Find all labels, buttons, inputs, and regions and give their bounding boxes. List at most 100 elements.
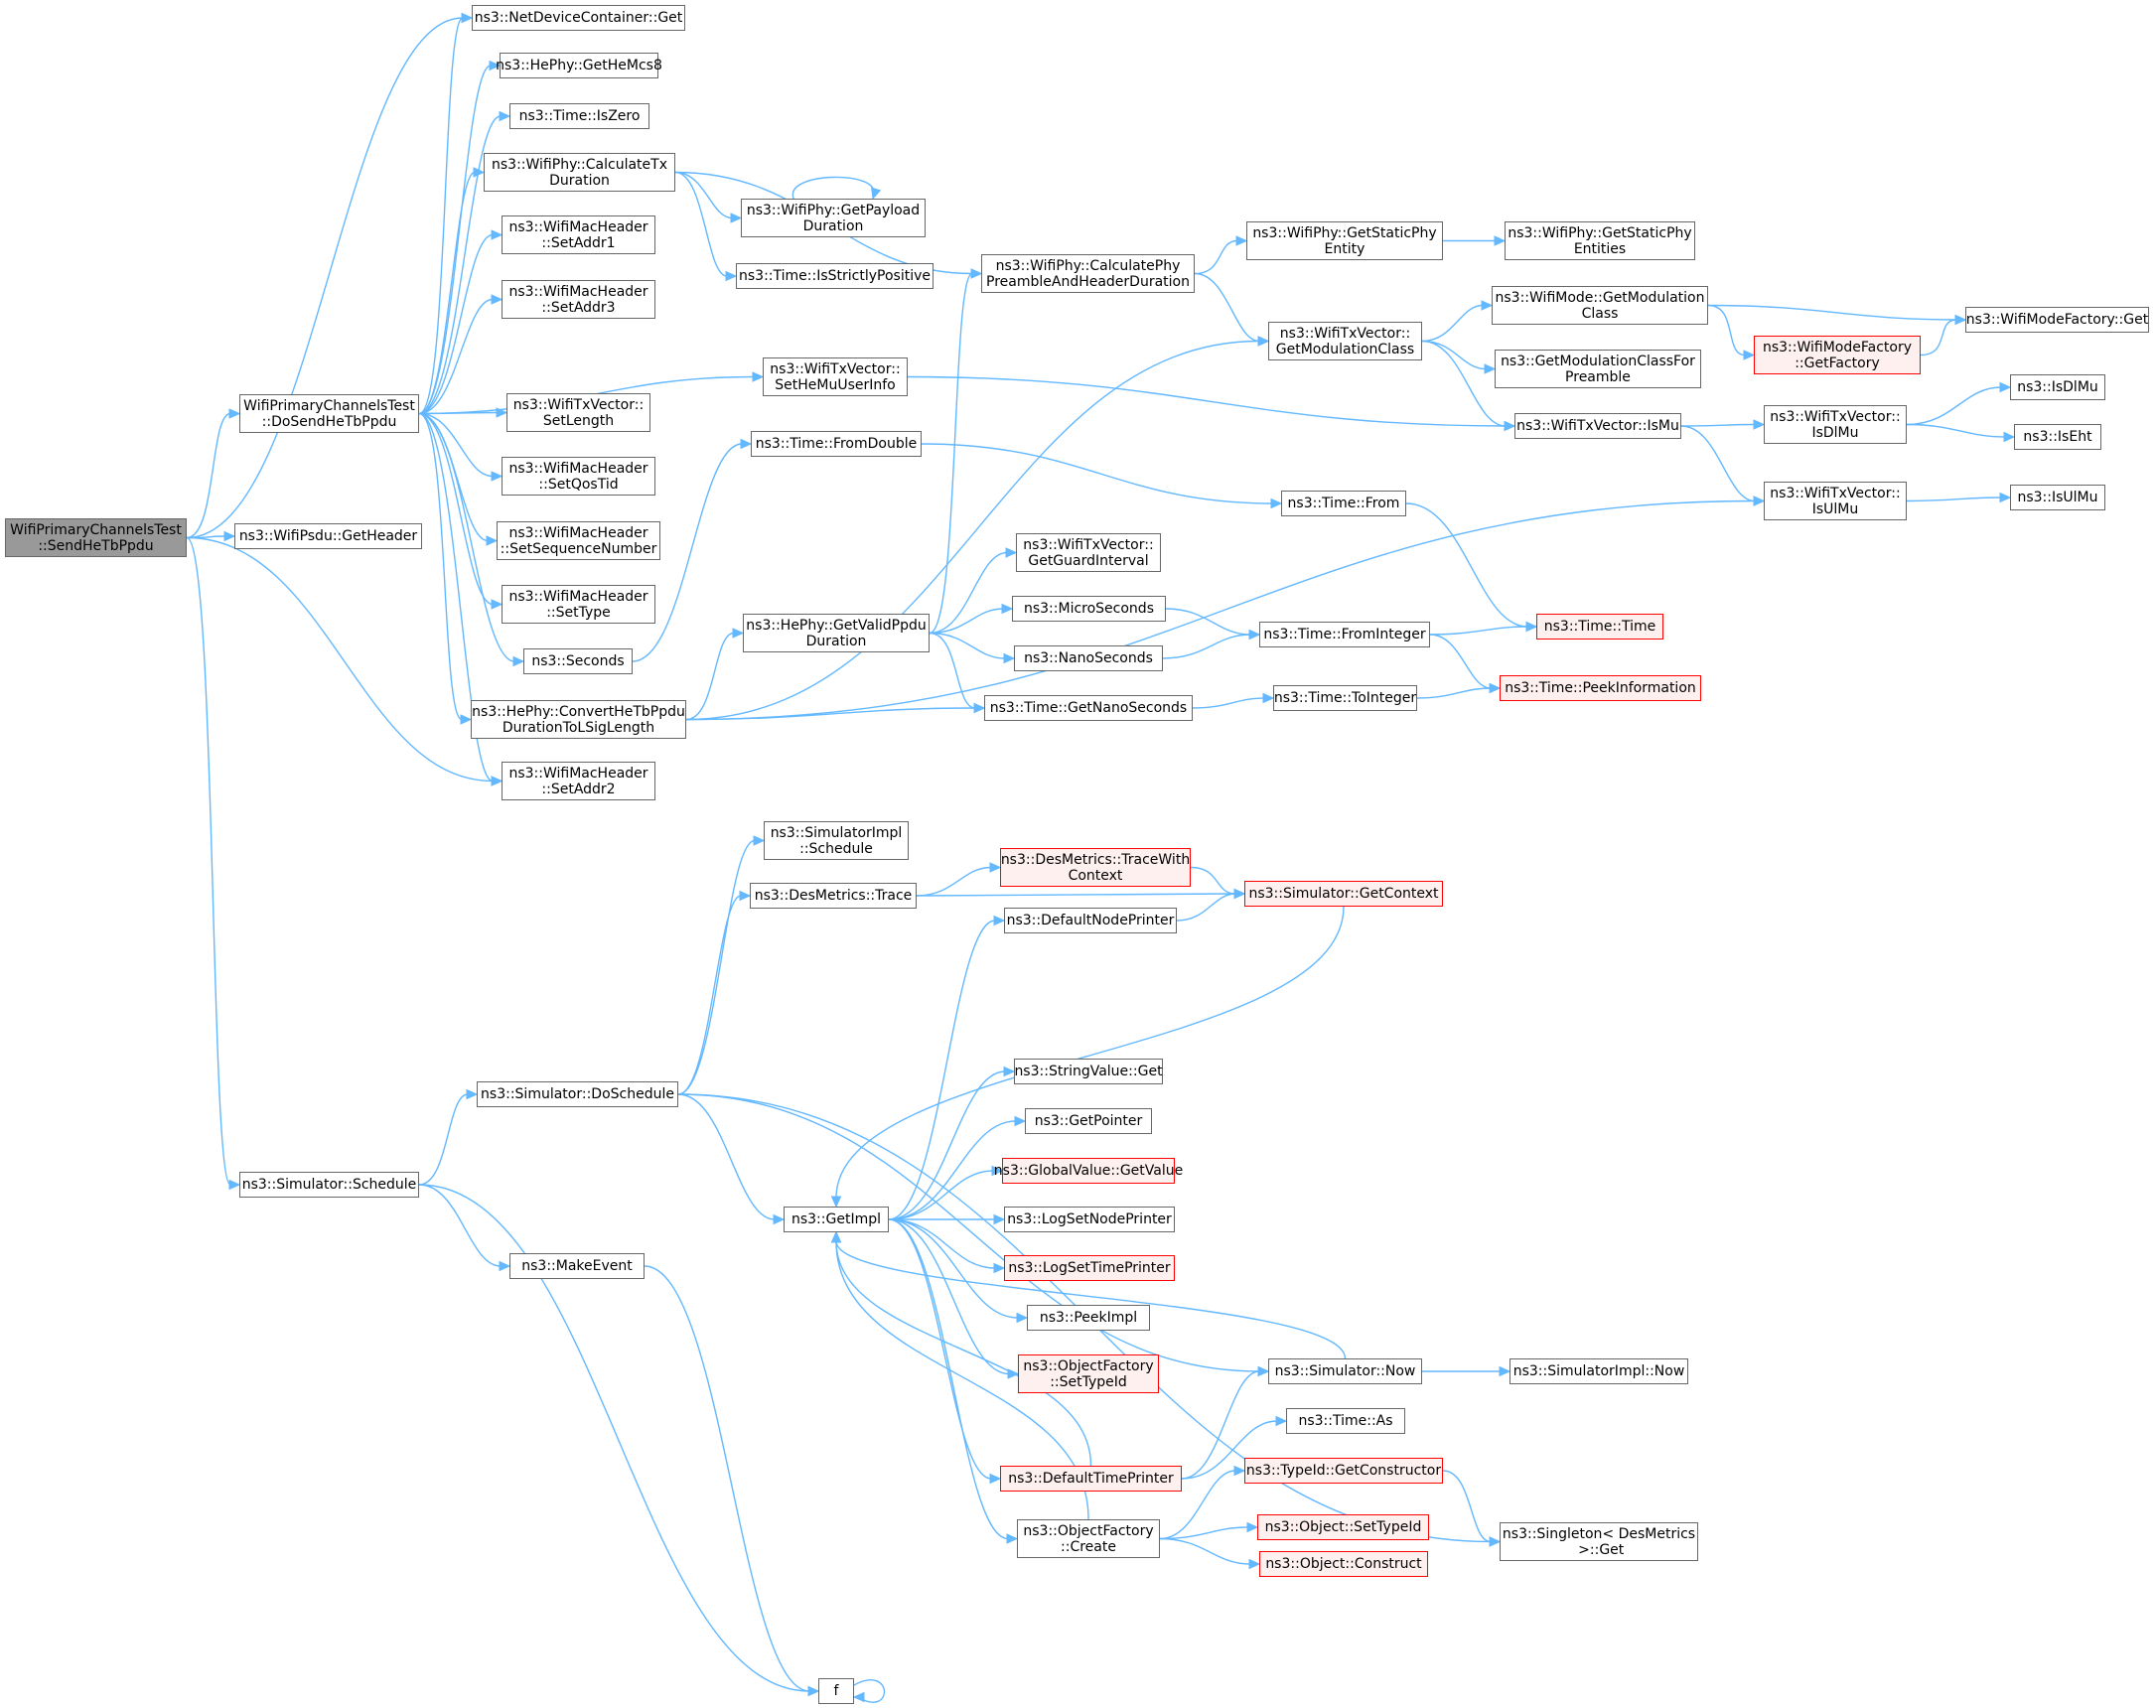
node-peekinfo[interactable]: ns3::Time::PeekInformation	[1500, 675, 1701, 701]
node-iszero[interactable]: ns3::Time::IsZero	[509, 103, 649, 129]
edge-dosend-to-setqos-arrowhead	[491, 471, 503, 482]
node-getheader[interactable]: ns3::WifiPsdu::GetHeader	[234, 523, 422, 549]
node-convert[interactable]: ns3::HePhy::ConvertHeTbPpdu DurationToLS…	[471, 700, 686, 739]
edge-destrace-to-getcontext	[916, 893, 1236, 897]
node-lognode[interactable]: ns3::LogSetNodePrinter	[1004, 1207, 1175, 1232]
node-calcpre[interactable]: ns3::WifiPhy::CalculatePhy PreambleAndHe…	[981, 254, 1195, 293]
node-setseq[interactable]: ns3::WifiMacHeader ::SetSequenceNumber	[497, 521, 660, 560]
edge-getimpl-to-defnode-arrowhead	[993, 915, 1006, 926]
node-from[interactable]: ns3::Time::From	[1281, 491, 1406, 516]
node-ismu[interactable]: ns3::WifiTxVector::IsMu	[1514, 413, 1681, 439]
node-dostrace[interactable]: ns3::DesMetrics::TraceWith Context	[1000, 848, 1191, 887]
node-dosend[interactable]: WifiPrimaryChannelsTest ::DoSendHeTbPpdu	[239, 394, 419, 433]
node-setlength[interactable]: ns3::WifiTxVector:: SetLength	[506, 393, 650, 432]
node-getpointer[interactable]: ns3::GetPointer	[1025, 1108, 1152, 1134]
node-simimpl[interactable]: ns3::SimulatorImpl ::Schedule	[764, 821, 909, 860]
node-logtime[interactable]: ns3::LogSetTimePrinter	[1004, 1255, 1175, 1281]
node-f[interactable]: f	[818, 1678, 854, 1704]
node-getnano[interactable]: ns3::Time::GetNanoSeconds	[984, 695, 1193, 721]
node-getcons[interactable]: ns3::TypeId::GetConstructor	[1244, 1458, 1443, 1484]
node-settype[interactable]: ns3::WifiMacHeader ::SetType	[502, 585, 655, 624]
node-objcons[interactable]: ns3::Object::Construct	[1259, 1551, 1428, 1577]
node-schedule[interactable]: ns3::Simulator::Schedule	[239, 1172, 419, 1198]
node-makeevent[interactable]: ns3::MakeEvent	[509, 1253, 645, 1279]
edge-getimpl-to-peekimpl	[888, 1218, 1019, 1319]
node-isdlmu[interactable]: ns3::IsDlMu	[2010, 374, 2105, 400]
edge-seconds-to-fromdouble-arrowhead	[740, 438, 753, 450]
node-now[interactable]: ns3::Simulator::Now	[1268, 1358, 1422, 1384]
edge-objcreate-to-getcons	[1159, 1470, 1236, 1540]
edge-calcpre-to-getstatic-arrowhead	[1235, 235, 1248, 246]
edge-calctx-to-getpayload-arrowhead	[730, 213, 743, 223]
node-sethemu[interactable]: ns3::WifiTxVector:: SetHeMuUserInfo	[763, 357, 908, 396]
node-seconds[interactable]: ns3::Seconds	[523, 648, 633, 674]
edge-schedule-to-f	[418, 1184, 810, 1692]
node-implnow[interactable]: ns3::SimulatorImpl::Now	[1509, 1358, 1688, 1384]
edge-getmodclass-to-ismu	[1421, 340, 1507, 427]
edge-frominteger-to-peekinfo	[1429, 634, 1492, 689]
node-nano[interactable]: ns3::NanoSeconds	[1014, 645, 1163, 671]
node-getcontext[interactable]: ns3::Simulator::GetContext	[1244, 881, 1443, 907]
edge-getimpl-to-strget	[888, 1070, 1006, 1220]
node-setaddr1[interactable]: ns3::WifiMacHeader ::SetAddr1	[502, 215, 655, 254]
node-micro[interactable]: ns3::MicroSeconds	[1012, 596, 1166, 622]
node-deftime[interactable]: ns3::DefaultTimePrinter	[1000, 1466, 1182, 1492]
node-tointeger[interactable]: ns3::Time::ToInteger	[1273, 685, 1417, 711]
node-getpayload[interactable]: ns3::WifiPhy::GetPayload Duration	[741, 199, 926, 237]
node-setaddr3[interactable]: ns3::WifiMacHeader ::SetAddr3	[502, 280, 655, 319]
node-root[interactable]: WifiPrimaryChannelsTest ::SendHeTbPpdu	[5, 518, 187, 557]
node-getimpl[interactable]: ns3::GetImpl	[784, 1207, 889, 1232]
node-getmodclass[interactable]: ns3::WifiTxVector:: GetModulationClass	[1268, 322, 1422, 360]
node-doschedule[interactable]: ns3::Simulator::DoSchedule	[477, 1081, 678, 1107]
node-setqos[interactable]: ns3::WifiMacHeader ::SetQosTid	[502, 457, 655, 496]
node-getstatics[interactable]: ns3::WifiPhy::GetStaticPhy Entities	[1505, 221, 1695, 260]
node-isdlmuv[interactable]: ns3::WifiTxVector:: IsDlMu	[1764, 405, 1907, 444]
node-setypeid[interactable]: ns3::ObjectFactory ::SetTypeId	[1018, 1354, 1159, 1393]
node-getstatic[interactable]: ns3::WifiPhy::GetStaticPhy Entity	[1246, 221, 1443, 260]
edge-getimpl-to-deftime	[888, 1218, 992, 1480]
node-fromdouble[interactable]: ns3::Time::FromDouble	[751, 431, 922, 457]
node-getguard[interactable]: ns3::WifiTxVector:: GetGuardInterval	[1016, 533, 1161, 572]
node-globalget[interactable]: ns3::GlobalValue::GetValue	[994, 1158, 1183, 1184]
node-ndcget[interactable]: ns3::NetDeviceContainer::Get	[472, 5, 685, 31]
edge-dosend-to-setseq-arrowhead	[486, 535, 499, 546]
edge-calcpre-to-getstatic	[1194, 239, 1238, 275]
node-isulmuv[interactable]: ns3::WifiTxVector:: IsUlMu	[1764, 482, 1907, 520]
node-isstrict[interactable]: ns3::Time::IsStrictlyPositive	[736, 263, 934, 289]
node-getfactory[interactable]: ns3::WifiModeFactory ::GetFactory	[1754, 336, 1921, 374]
edge-root-to-getheader-arrowhead	[223, 530, 236, 542]
node-time[interactable]: ns3::Time::Time	[1536, 614, 1663, 640]
node-objset[interactable]: ns3::Object::SetTypeId	[1257, 1514, 1429, 1540]
node-singleton[interactable]: ns3::Singleton< DesMetrics >::Get	[1500, 1522, 1698, 1561]
node-timeas[interactable]: ns3::Time::As	[1286, 1408, 1405, 1434]
node-iseht[interactable]: ns3::IsEht	[2014, 424, 2101, 450]
node-setaddr2[interactable]: ns3::WifiMacHeader ::SetAddr2	[502, 762, 655, 800]
node-defnode[interactable]: ns3::DefaultNodePrinter	[1004, 908, 1177, 933]
edge-deftime-to-now-arrowhead	[1257, 1365, 1270, 1377]
node-isulmu[interactable]: ns3::IsUlMu	[2010, 485, 2105, 510]
node-calctx[interactable]: ns3::WifiPhy::CalculateTx Duration	[484, 153, 675, 192]
edge-objcreate-to-objset-arrowhead	[1246, 1521, 1259, 1533]
edge-getvalid-to-nano-arrowhead	[1003, 652, 1016, 664]
node-objcreate[interactable]: ns3::ObjectFactory ::Create	[1017, 1519, 1160, 1558]
node-gethemcs[interactable]: ns3::HePhy::GetHeMcs8	[496, 53, 662, 78]
edge-getcontext-to-getimpl-arrowhead	[830, 1196, 842, 1209]
edge-dosend-to-setqos	[418, 412, 494, 478]
node-getvalid[interactable]: ns3::HePhy::GetValidPpdu Duration	[743, 614, 930, 652]
node-destrace[interactable]: ns3::DesMetrics::Trace	[750, 883, 917, 909]
node-strget[interactable]: ns3::StringValue::Get	[1014, 1059, 1163, 1084]
node-modeget[interactable]: ns3::WifiMode::GetModulation Class	[1492, 286, 1708, 325]
edge-nano-to-frominteger-arrowhead	[1248, 629, 1261, 640]
edge-convert-to-getvalid-arrowhead	[732, 628, 745, 639]
edge-doschedule-to-getimpl	[677, 1093, 776, 1220]
edge-dosend-to-convert	[418, 412, 463, 721]
node-modefacget[interactable]: ns3::WifiModeFactory::Get	[1965, 307, 2149, 333]
edge-dosend-to-setaddr3	[418, 298, 494, 415]
node-peekimpl[interactable]: ns3::PeekImpl	[1027, 1305, 1150, 1331]
edge-modeget-to-getfactory	[1707, 304, 1746, 356]
edge-dosend-to-setaddr1-arrowhead	[491, 229, 503, 240]
node-getmodpre[interactable]: ns3::GetModulationClassFor Preamble	[1495, 350, 1701, 388]
edge-dosend-to-calctx-arrowhead	[473, 167, 486, 178]
edge-dosend-to-setlength-arrowhead	[496, 407, 508, 418]
node-frominteger[interactable]: ns3::Time::FromInteger	[1259, 622, 1430, 647]
